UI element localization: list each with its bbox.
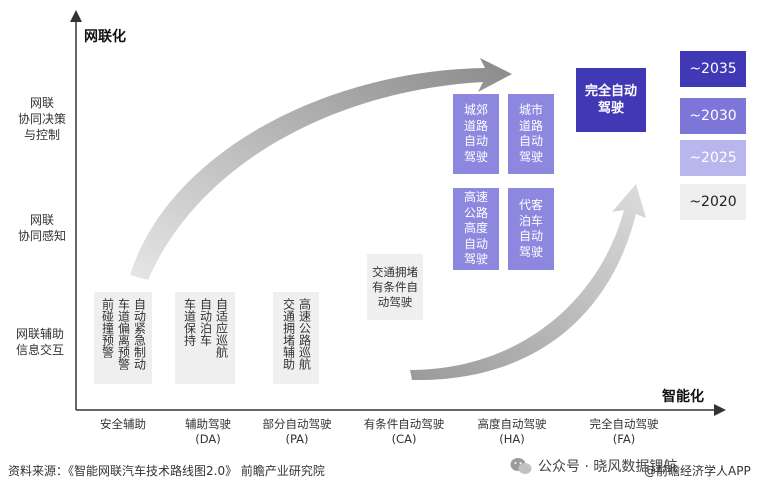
feature-ca-text: 交通拥堵有条件自动驾驶 (372, 264, 418, 309)
legend-label: ~2030 (689, 108, 737, 124)
lower-curved-arrow (410, 184, 646, 381)
feature-box-ca: 交通拥堵有条件自动驾驶 (367, 254, 423, 320)
x-axis-arrowhead (714, 404, 726, 416)
feature-auto-parking: 自动泊车 (198, 298, 213, 346)
legend-2030: ~2030 (680, 98, 746, 134)
x-level-fa: 完全自动驾驶 (FA) (576, 417, 672, 447)
feature-aeb: 自动紧急制动 (132, 298, 147, 370)
feature-ha-city-text: 城市道路自动驾驶 (518, 103, 543, 164)
feature-fa-text: 完全自动驾驶 (584, 84, 637, 116)
legend-label: ~2025 (689, 150, 737, 166)
y-axis-arrowhead (70, 10, 82, 22)
legend-2035: ~2035 (680, 51, 746, 87)
legend-2020: ~2020 (680, 184, 746, 220)
x-level-ha: 高度自动驾驶 (HA) (464, 417, 560, 447)
x-level-name: 完全自动驾驶 (589, 417, 659, 431)
feature-box-ha-valet: 代客泊车自动驾驶 (508, 188, 554, 270)
x-axis-title: 智能化 (662, 389, 704, 405)
y-level-info-exchange: 网联辅助 信息交互 (15, 327, 64, 357)
y-axis-title: 网联化 (84, 29, 126, 45)
feature-ha-suburb-text: 城郊道路自动驾驶 (463, 103, 488, 164)
x-level-code: (HA) (499, 432, 525, 446)
x-level-name: 安全辅助 (100, 417, 146, 431)
wechat-icon (510, 458, 532, 474)
feature-tja: 交通拥堵辅助 (281, 298, 296, 370)
x-level-pa: 部分自动驾驶 (PA) (252, 417, 342, 447)
x-level-code: (DA) (195, 432, 221, 446)
upper-curved-arrow (130, 58, 512, 280)
legend-2025: ~2025 (680, 140, 746, 176)
legend-label: ~2020 (689, 194, 737, 210)
feature-ldw: 车道偏离预警 (116, 298, 131, 370)
legend-label: ~2035 (689, 61, 737, 77)
feature-box-fa: 完全自动驾驶 (576, 68, 646, 132)
x-level-da: 辅助驾驶 (DA) (168, 417, 248, 447)
x-level-ca: 有条件自动驾驶 (CA) (352, 417, 456, 447)
feature-acc: 自适应巡航 (214, 298, 229, 358)
feature-ha-highway-text: 高速公路高度自动驾驶 (463, 190, 488, 267)
x-level-code: (FA) (612, 432, 636, 446)
x-level-name: 辅助驾驶 (185, 417, 231, 431)
app-credit: @前瞻经济学人APP (644, 464, 751, 478)
x-level-safety: 安全辅助 (88, 417, 158, 432)
feature-box-ha-highway: 高速公路高度自动驾驶 (453, 188, 499, 270)
feature-box-da: 自适应巡航 自动泊车 车道保持 (175, 292, 235, 384)
feature-lane-keep: 车道保持 (182, 298, 197, 346)
x-level-name: 部分自动驾驶 (262, 417, 332, 431)
feature-box-ha-city: 城市道路自动驾驶 (508, 94, 554, 174)
source-note: 资料来源：《智能网联汽车技术路线图2.0》 前瞻产业研究院 (8, 464, 325, 478)
feature-fcw: 前碰撞预警 (100, 298, 115, 358)
feature-ha-valet-text: 代客泊车自动驾驶 (518, 198, 543, 259)
brand-text: 公众号 · 晓风数据锂航 (538, 459, 678, 475)
feature-box-pa: 高速公路巡航 交通拥堵辅助 (273, 292, 319, 384)
x-level-code: (PA) (285, 432, 309, 446)
y-level-decision-control: 网联 协同决策 与控制 (17, 96, 66, 142)
y-level-perception: 网联 协同感知 (17, 213, 66, 243)
wechat-brand: 公众号 · 晓风数据锂航 (510, 456, 677, 476)
x-level-name: 高度自动驾驶 (477, 417, 547, 431)
x-level-code: (CA) (391, 432, 417, 446)
feature-box-ha-suburb: 城郊道路自动驾驶 (453, 94, 499, 174)
feature-highway-cruise: 高速公路巡航 (297, 298, 312, 370)
x-level-name: 有条件自动驾驶 (363, 417, 445, 431)
feature-box-safety: 自动紧急制动 车道偏离预警 前碰撞预警 (94, 292, 152, 384)
